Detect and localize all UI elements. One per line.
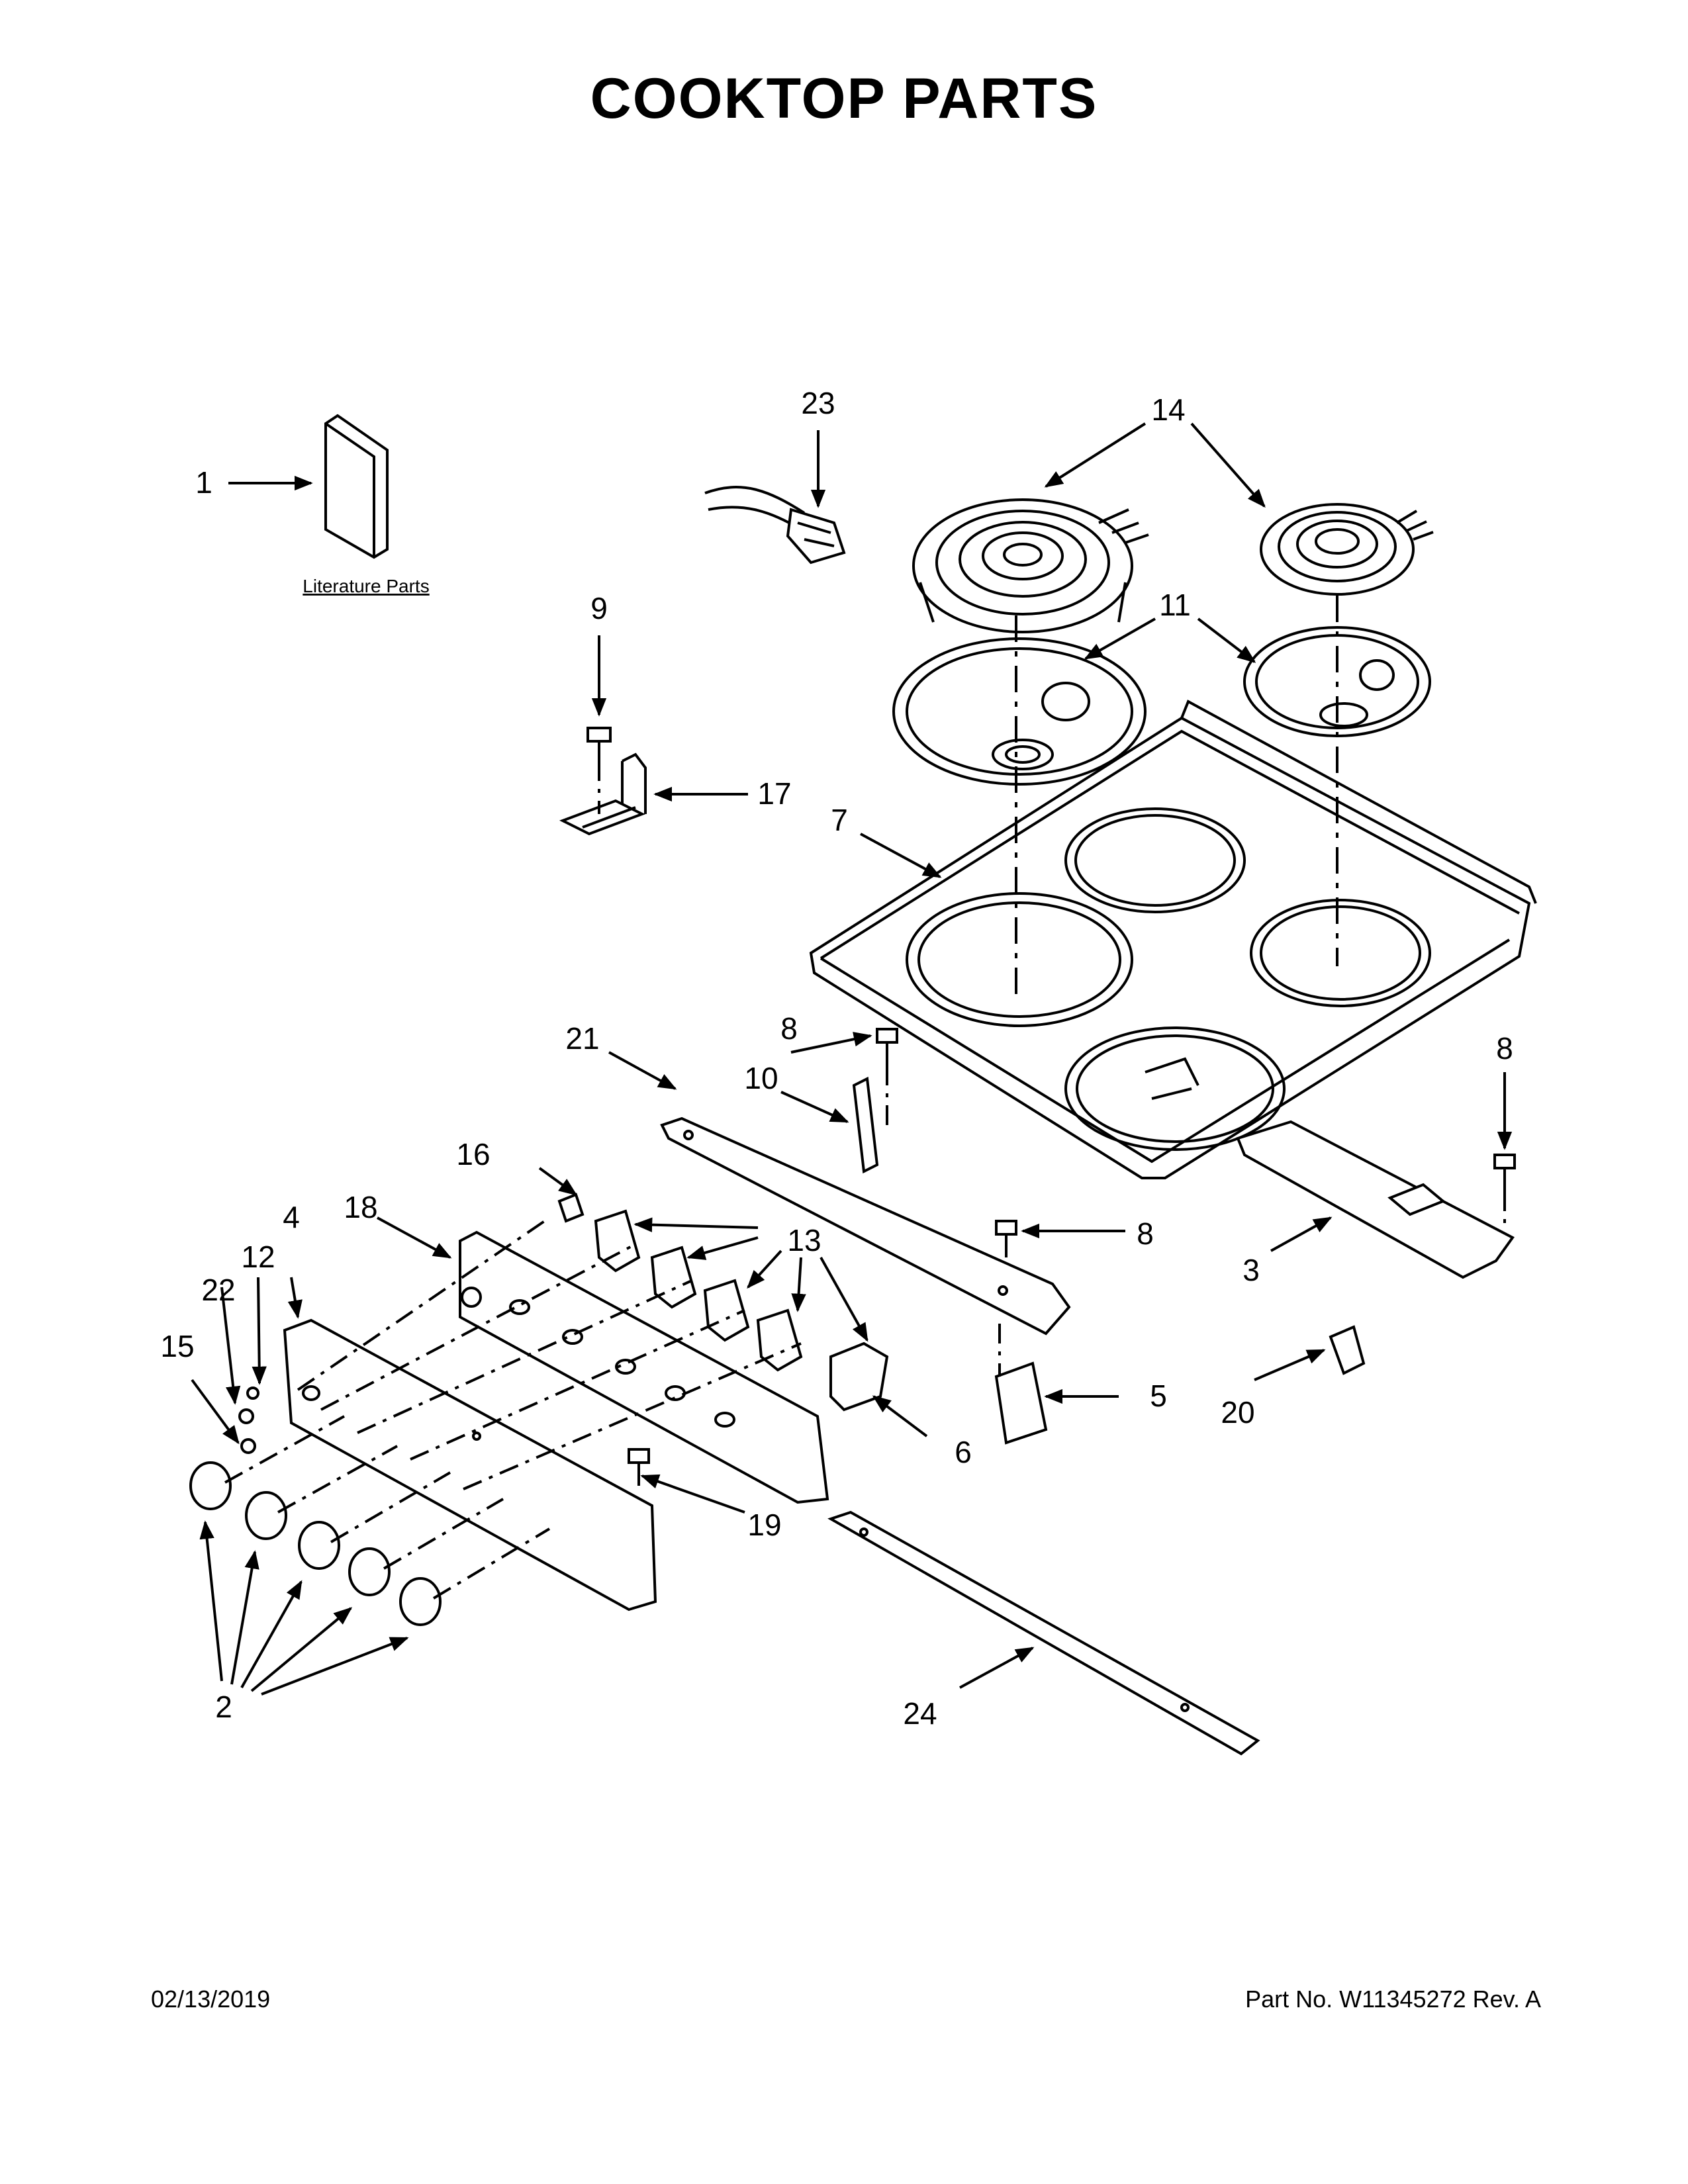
callout-15: 15	[160, 1329, 194, 1363]
page-title: COOKTOP PARTS	[590, 67, 1098, 130]
literature-parts-label: Literature Parts	[303, 576, 429, 596]
rail-24	[827, 1510, 1260, 1756]
cooktop-main-top	[809, 700, 1537, 1179]
callout-20: 20	[1221, 1395, 1254, 1430]
screw-9	[586, 727, 612, 761]
callout-1: 1	[195, 465, 212, 500]
switch-bracket-18	[459, 1230, 829, 1504]
screw-8-top	[876, 1028, 898, 1066]
callout-7: 7	[831, 803, 848, 837]
screw-8-mid	[995, 1220, 1017, 1257]
literature-booklet	[324, 414, 389, 559]
callout-22: 22	[201, 1273, 235, 1307]
callout-8-top: 8	[780, 1011, 798, 1046]
callout-4: 4	[283, 1200, 300, 1234]
screw-19	[628, 1448, 650, 1486]
infinite-switches-13	[594, 1209, 803, 1372]
bracket-5	[994, 1361, 1048, 1445]
callout-14: 14	[1151, 392, 1185, 427]
indicator-light-16	[557, 1193, 585, 1223]
hinge-bracket-17	[559, 752, 647, 836]
callout-3: 3	[1243, 1253, 1260, 1287]
callout-5: 5	[1150, 1379, 1167, 1413]
callout-11: 11	[1159, 588, 1191, 622]
alignment-centerlines	[1015, 596, 1338, 999]
callout-13: 13	[787, 1223, 821, 1257]
callout-17: 17	[757, 776, 791, 811]
callout-10: 10	[744, 1061, 778, 1095]
surface-element-large	[912, 498, 1149, 633]
callout-6: 6	[955, 1435, 972, 1469]
terminal-block-connector	[704, 486, 846, 565]
callout-23: 23	[801, 386, 835, 420]
surface-element-small	[1260, 503, 1434, 596]
callout-21: 21	[565, 1021, 599, 1056]
small-parts-12-15-22	[238, 1387, 259, 1454]
callout-12: 12	[241, 1240, 275, 1274]
callout-9: 9	[590, 591, 608, 625]
drip-bowl-large	[892, 637, 1147, 786]
cooktop-support-bracket	[1236, 1120, 1515, 1279]
footer-date: 02/13/2019	[151, 1985, 271, 2013]
clip-20	[1329, 1325, 1366, 1375]
assembly-dashed-lines	[224, 761, 1506, 1600]
callout-24: 24	[903, 1696, 937, 1731]
control-knobs-2	[189, 1461, 442, 1626]
callout-19: 19	[747, 1508, 781, 1542]
callout-18: 18	[344, 1190, 377, 1224]
manifold-rail-21	[660, 1116, 1071, 1336]
callout-8-right: 8	[1496, 1031, 1513, 1066]
callout-8-mid: 8	[1137, 1216, 1154, 1251]
bracket-10	[852, 1076, 879, 1174]
control-panel-console-4	[283, 1318, 657, 1612]
callout-2: 2	[215, 1690, 232, 1724]
callout-16: 16	[456, 1137, 490, 1171]
screw-8-right	[1493, 1154, 1516, 1191]
footer-part-number: Part No. W11345272 Rev. A	[1245, 1985, 1541, 2013]
leader-arrows	[191, 422, 1513, 1696]
